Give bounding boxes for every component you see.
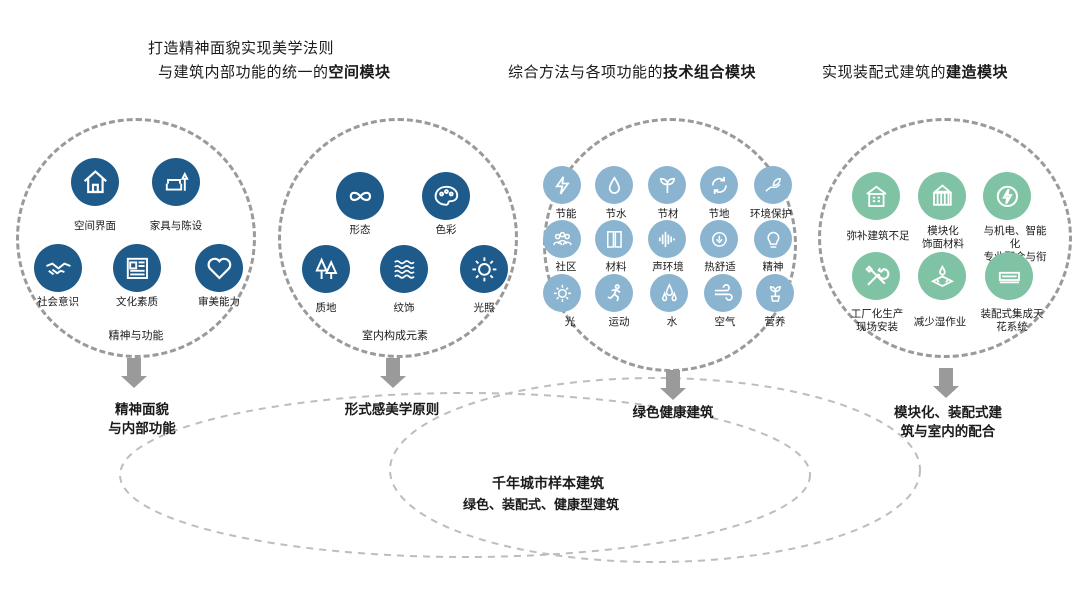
people-icon [543, 220, 581, 258]
circle-spirit-function [16, 118, 256, 358]
heart-icon [195, 244, 243, 292]
heading-build-prefix: 实现装配式建筑的 [822, 63, 947, 81]
bottom-modular-prefab: 模块化、装配式建 筑与室内的配合 [894, 405, 1002, 440]
bulb-icon [754, 220, 792, 258]
sun-icon [460, 245, 508, 293]
item-integrated-ceiling-text: 装配式集成天 花系统 [980, 308, 1044, 333]
item-color: 色彩 [435, 224, 457, 236]
wind-icon [704, 274, 742, 312]
item-material-saving: 节材 [657, 208, 679, 220]
power-icon [983, 172, 1031, 220]
item-exercise: 运动 [608, 316, 630, 328]
heading-tech-prefix: 综合方法与各项功能的 [508, 63, 664, 81]
item-materials: 材料 [605, 261, 627, 273]
bottom-aesthetic-principle: 形式感美学原则 [344, 402, 440, 418]
circle-construction [818, 118, 1072, 358]
tools-icon [852, 252, 900, 300]
center-title: 千年城市样本建筑 [492, 476, 604, 492]
trees-icon [302, 245, 350, 293]
item-light: 光 [564, 316, 576, 328]
item-env-protection: 环境保护 [750, 208, 792, 220]
item-energy-saving: 节能 [555, 208, 577, 220]
newspaper-icon [113, 244, 161, 292]
item-water: 水 [666, 316, 678, 328]
center-subtitle: 绿色、装配式、健康型建筑 [462, 498, 620, 513]
item-community: 社区 [555, 261, 577, 273]
drop-icon [595, 166, 633, 204]
drops-icon [650, 274, 688, 312]
arrow-down-4 [933, 368, 959, 398]
item-thermal-comfort: 热舒适 [704, 261, 736, 273]
item-air: 空气 [714, 316, 736, 328]
heading-space-module-line2: 与建筑内部功能的统一的空间模块 [158, 61, 391, 82]
bottom-spirit-function: 精神面貌 与内部功能 [108, 402, 176, 437]
heading-build-bold: 建造模块 [946, 63, 1009, 81]
item-spirit: 精神 [762, 261, 784, 273]
circle2-caption: 室内构成元素 [362, 329, 428, 342]
item-form: 形态 [349, 224, 371, 236]
plant-icon [756, 274, 794, 312]
thermo-icon [700, 220, 738, 258]
sun-light-icon [543, 274, 581, 312]
item-space-interface: 空间界面 [74, 220, 116, 232]
item-factory-production: 工厂化生产 现场安装 [851, 308, 904, 334]
heading-tech-module: 综合方法与各项功能的技术组合模块 [508, 61, 756, 82]
handshake-icon [34, 244, 82, 292]
recycle-icon [700, 166, 738, 204]
item-aesthetic: 审美能力 [198, 296, 240, 308]
runner-icon [595, 274, 633, 312]
item-modular-finish-text: 模块化 饰面材料 [922, 225, 964, 250]
soundwave-icon [648, 220, 686, 258]
circle-interior-elements [278, 118, 518, 358]
lightning-icon [543, 166, 581, 204]
infinity-icon [336, 172, 384, 220]
item-land-saving: 节地 [708, 208, 730, 220]
building-icon [852, 172, 900, 220]
house-icon [71, 158, 119, 206]
arrow-down-3 [660, 370, 686, 400]
item-acoustic: 声环境 [652, 261, 684, 273]
item-social-awareness: 社会意识 [37, 296, 79, 308]
container-icon [918, 172, 966, 220]
heading-tech-bold: 技术组合模块 [663, 63, 757, 81]
item-pattern: 纹饰 [393, 302, 415, 314]
sprout-icon [648, 166, 686, 204]
item-integrated-ceiling: 装配式集成天 花系统 [981, 308, 1044, 334]
panels-icon [595, 220, 633, 258]
item-nutrition: 营养 [764, 316, 786, 328]
item-lighting: 光照 [473, 302, 495, 314]
item-furniture: 家具与陈设 [149, 220, 203, 232]
item-compensate-building: 弥补建筑不足 [846, 230, 910, 242]
circle1-caption: 精神与功能 [108, 329, 164, 342]
bottom-green-healthy: 绿色健康建筑 [632, 405, 714, 421]
palette-icon [422, 172, 470, 220]
arrow-down-2 [380, 358, 406, 388]
item-modular-finish: 模块化 饰面材料 [922, 225, 964, 251]
arrow-down-1 [121, 358, 147, 388]
wet-work-icon [918, 252, 966, 300]
item-texture: 质地 [315, 302, 337, 314]
waves-icon [380, 245, 428, 293]
hand-leaf-icon [754, 166, 792, 204]
ceiling-icon [985, 252, 1033, 300]
item-water-saving: 节水 [605, 208, 627, 220]
item-reduce-wet-work: 减少湿作业 [913, 316, 967, 328]
heading-build-module: 实现装配式建筑的建造模块 [822, 61, 1008, 82]
heading-space-prefix: 与建筑内部功能的统一的 [158, 63, 329, 81]
heading-space-module-line1: 打造精神面貌实现美学法则 [148, 39, 335, 57]
sofa-lamp-icon [152, 158, 200, 206]
heading-space-bold: 空间模块 [328, 63, 391, 81]
item-culture: 文化素质 [116, 296, 158, 308]
item-factory-production-text: 工厂化生产 现场安装 [850, 308, 904, 333]
